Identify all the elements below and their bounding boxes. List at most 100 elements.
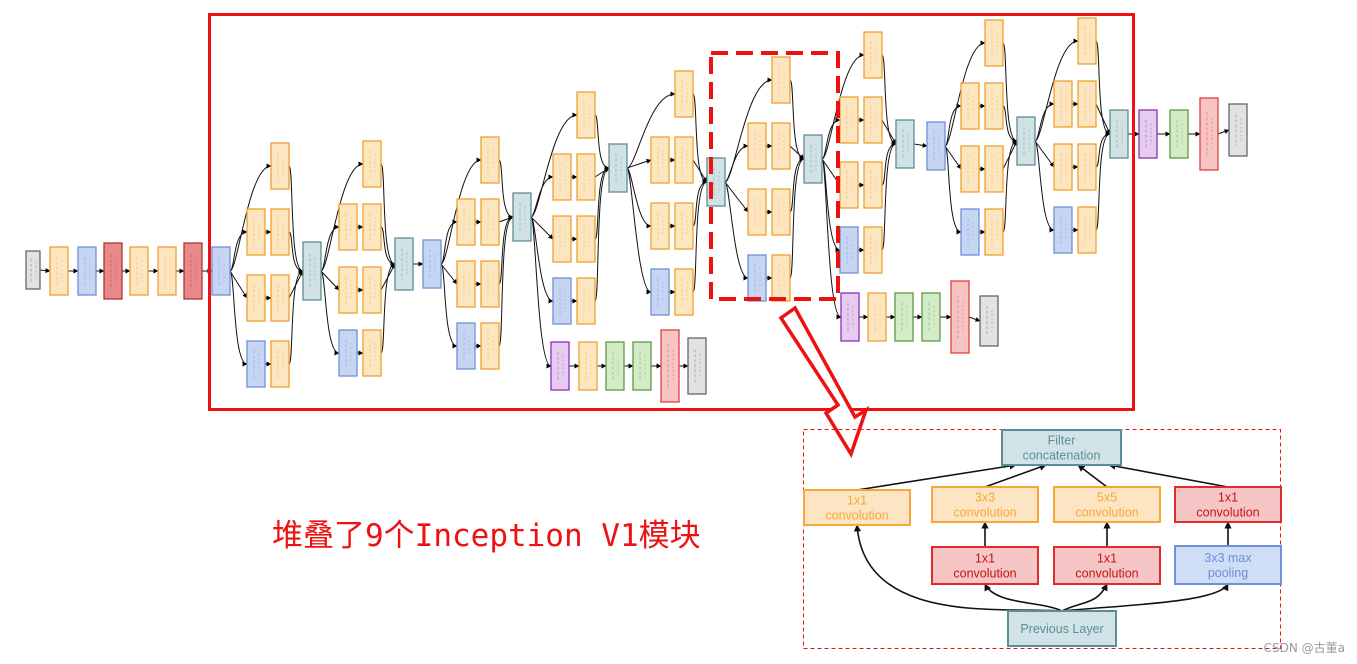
- inset-connections: [853, 462, 1232, 612]
- layer-conv: [960, 82, 980, 130]
- layer-conv: [1077, 143, 1097, 191]
- layer-smx: [979, 295, 999, 347]
- layer-conv: [49, 246, 69, 296]
- layer-conv: [674, 202, 694, 250]
- layer-conv: [480, 198, 500, 246]
- layer-fc: [921, 292, 941, 342]
- layer-pool: [1053, 206, 1073, 254]
- layer-avg: [550, 341, 570, 391]
- layer-pool: [456, 322, 476, 370]
- stack-caption: 堆叠了9个Inception V1模块: [272, 518, 701, 554]
- layer-conv: [480, 136, 500, 184]
- layer-conv: [362, 140, 382, 188]
- layer-conv: [270, 142, 290, 190]
- branch2-3x3-convolution-label: 3x3: [975, 491, 995, 505]
- branch1-1x1-convolution-label: convolution: [825, 509, 888, 523]
- layer-conv: [270, 208, 290, 256]
- layer-conv: [1053, 143, 1073, 191]
- layer-conv: [1077, 80, 1097, 128]
- layer-pool: [211, 246, 231, 296]
- layer-concat: [1016, 116, 1036, 166]
- layer-fc: [1169, 109, 1189, 159]
- layer-conv: [270, 340, 290, 388]
- layer-pool: [839, 226, 859, 274]
- layer-fc: [894, 292, 914, 342]
- branch3-1x1-reduce-label: 1x1: [1097, 552, 1117, 566]
- layer-conv: [578, 341, 598, 391]
- layer-conv: [456, 260, 476, 308]
- filter-concatenation-box-label: Filter: [1048, 434, 1076, 448]
- layer-concat: [895, 119, 915, 169]
- layer-conv: [674, 136, 694, 184]
- layer-conv: [863, 161, 883, 209]
- layer-conv: [246, 274, 266, 322]
- layer-pool: [338, 329, 358, 377]
- layer-conv: [338, 203, 358, 251]
- layer-avg: [1138, 109, 1158, 159]
- network-layers: [25, 17, 1248, 403]
- layer-concat: [512, 192, 532, 242]
- highlighted-inception-module: [709, 51, 840, 301]
- layer-conv: [456, 198, 476, 246]
- inception-stack-frame: [208, 13, 1135, 411]
- layer-conv: [863, 96, 883, 144]
- layer-conv: [960, 145, 980, 193]
- layer-conv: [863, 226, 883, 274]
- layer-concat: [1109, 109, 1129, 159]
- layer-conv: [480, 322, 500, 370]
- layer-conv: [480, 260, 500, 308]
- layer-smx: [687, 337, 707, 395]
- layer-conv: [674, 70, 694, 118]
- inception-module-detail: Filterconcatenation1x1convolution3x3conv…: [803, 429, 1282, 649]
- layer-conv: [246, 208, 266, 256]
- layer-conv: [129, 246, 149, 296]
- layer-smx: [1228, 103, 1248, 157]
- callout-arrow: [778, 305, 870, 459]
- filter-concatenation-box-label: concatenation: [1023, 449, 1101, 463]
- layer-conv: [984, 208, 1004, 256]
- layer-conv: [747, 188, 767, 236]
- layer-conv: [771, 56, 791, 104]
- layer-conv: [650, 202, 670, 250]
- branch3-5x5-convolution-label: convolution: [1075, 506, 1138, 520]
- layer-conv: [338, 266, 358, 314]
- layer-conv: [984, 82, 1004, 130]
- layer-conv: [839, 161, 859, 209]
- layer-lrn: [103, 242, 123, 300]
- branch4-1x1-convolution-label: convolution: [1196, 506, 1259, 520]
- layer-concat: [803, 134, 823, 184]
- layer-concat: [608, 143, 628, 193]
- layer-avg: [840, 292, 860, 342]
- layer-pool: [77, 246, 97, 296]
- branch2-3x3-convolution-label: convolution: [953, 506, 1016, 520]
- layer-pool: [552, 277, 572, 325]
- layer-concat: [394, 237, 414, 291]
- layer-conv: [650, 136, 670, 184]
- layer-pool: [650, 268, 670, 316]
- layer-fc: [605, 341, 625, 391]
- previous-layer-box-label: Previous Layer: [1020, 622, 1103, 636]
- layer-lrn: [183, 242, 203, 300]
- layer-conv: [863, 31, 883, 79]
- csdn-watermark: CSDN @古董a: [1263, 641, 1345, 655]
- branch2-1x1-reduce-label: convolution: [953, 567, 1016, 581]
- layer-conv: [771, 254, 791, 302]
- layer-conv: [771, 122, 791, 170]
- layer-concat: [302, 241, 322, 301]
- branch3-5x5-convolution-label: 5x5: [1097, 491, 1117, 505]
- layer-conv: [984, 145, 1004, 193]
- layer-conv: [839, 96, 859, 144]
- branch4-3x3-max-pooling-label: 3x3 max: [1204, 551, 1252, 565]
- layer-conv: [1077, 206, 1097, 254]
- layer-conv: [362, 203, 382, 251]
- layer-conv: [576, 153, 596, 201]
- inset-layers: Filterconcatenation1x1convolution3x3conv…: [803, 429, 1282, 647]
- branch1-1x1-convolution-label: 1x1: [847, 494, 867, 508]
